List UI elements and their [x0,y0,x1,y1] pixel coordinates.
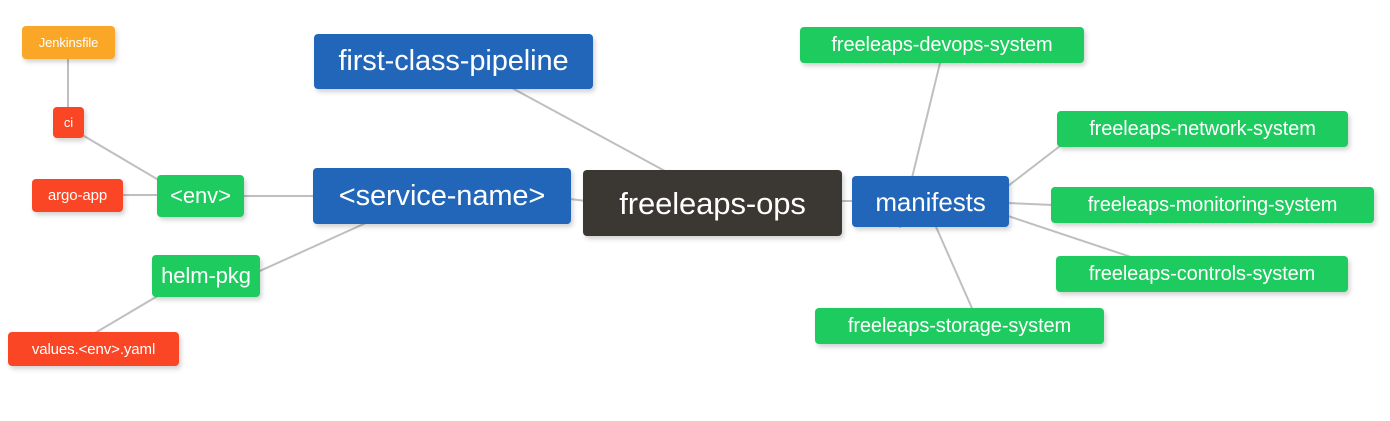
node-label: freeleaps-controls-system [1088,263,1316,285]
node-freeleaps-devops-system[interactable]: freeleaps-devops-system [800,27,1084,63]
node-freeleaps-storage-system[interactable]: freeleaps-storage-system [815,308,1104,344]
node-helm-pkg[interactable]: helm-pkg [152,255,260,297]
node-freeleaps-controls-system[interactable]: freeleaps-controls-system [1056,256,1348,292]
edge-storagesystem-root [932,219,976,316]
node-label: ci [63,115,74,130]
node-label: freeleaps-network-system [1089,118,1316,140]
node-jenkinsfile[interactable]: Jenkinsfile [22,26,115,59]
node-label: freeleaps-ops [619,185,806,221]
edge-ci-env [83,135,163,183]
node-freeleaps-ops[interactable]: freeleaps-ops [583,170,842,236]
node-freeleaps-monitoring-system[interactable]: freeleaps-monitoring-system [1051,187,1374,223]
node-label: <env> [170,183,231,208]
edge-manifests-networksystem [1007,145,1061,187]
node-ci[interactable]: ci [53,107,84,138]
node-service-name[interactable]: <service-name> [313,168,571,224]
node-label: Jenkinsfile [38,35,99,50]
edge-servicename-helmpkg [250,221,369,276]
node-label: freeleaps-storage-system [847,315,1072,337]
node-label: first-class-pipeline [338,45,569,77]
node-manifests[interactable]: manifests [852,176,1009,227]
node-label: values.<env>.yaml [31,340,156,358]
node-label: freeleaps-monitoring-system [1087,194,1338,216]
node-label: <service-name> [338,179,546,212]
node-label: helm-pkg [161,263,251,288]
edge-helmpkg-valuesyaml [94,293,162,334]
node-env[interactable]: <env> [157,175,244,217]
node-label: freeleaps-devops-system [831,34,1053,56]
node-values-yaml[interactable]: values.<env>.yaml [8,332,179,366]
node-label: argo-app [47,187,108,204]
edge-manifests-monitoringsystem [1007,202,1054,206]
edge-firstclasspipeline-root [511,87,666,172]
node-freeleaps-network-system[interactable]: freeleaps-network-system [1057,111,1348,147]
node-argo-app[interactable]: argo-app [32,179,123,212]
node-first-class-pipeline[interactable]: first-class-pipeline [314,34,593,89]
node-label: manifests [875,186,986,217]
